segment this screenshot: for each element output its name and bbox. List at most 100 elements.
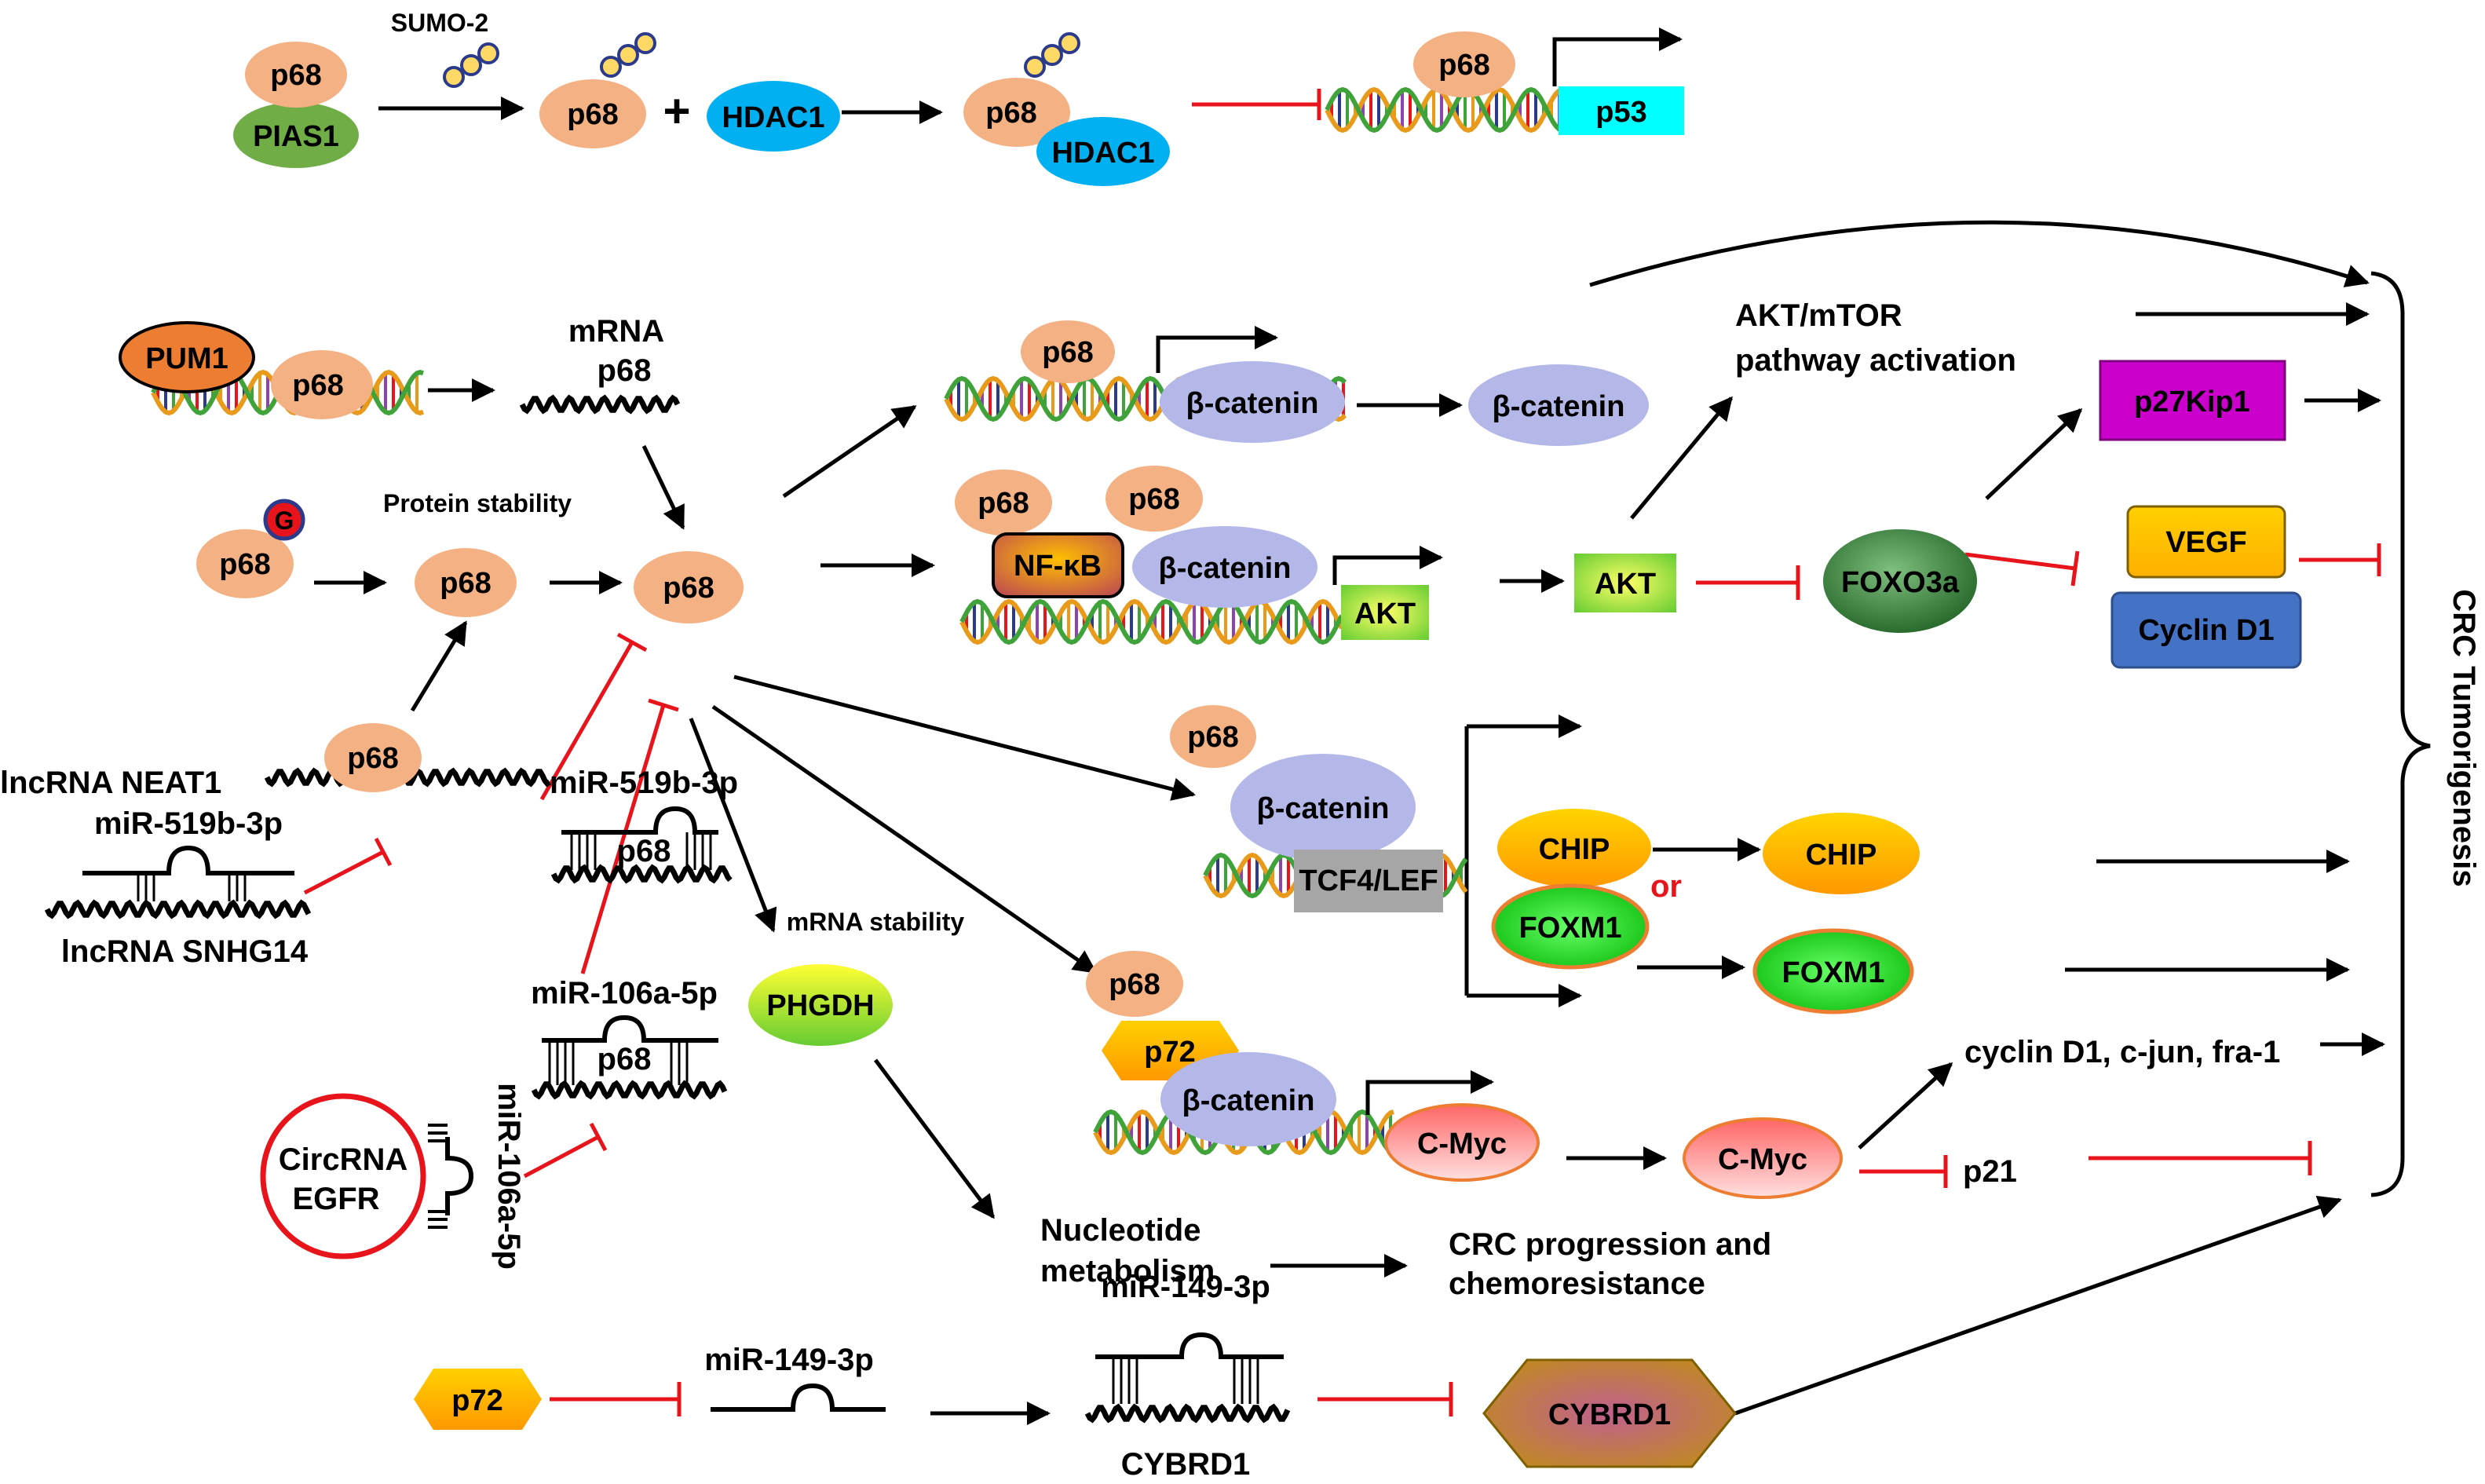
pias1-label: PIAS1 [253, 120, 339, 153]
p68-p53-label: p68 [1438, 49, 1489, 82]
bcat-free-label: β-catenin [1493, 390, 1625, 423]
cmyc-tss-arrow-icon [1365, 1070, 1494, 1115]
bcat-dna-node [1160, 361, 1345, 443]
p68-neat1-node [324, 723, 422, 792]
neat1-strand [264, 767, 551, 788]
mir519b-seed-pairs-icon [137, 873, 247, 901]
bcat-dna-label: β-catenin [1186, 387, 1319, 420]
p68-bcat-node [1021, 320, 1115, 383]
tcf4-lef-node [1294, 850, 1443, 912]
p68-tcf-label: p68 [1187, 721, 1238, 754]
mir106a-bound-label: miR-106a-5p [531, 976, 718, 1011]
inhibit-akt-to-foxo3a [1696, 565, 1800, 600]
p68-central-label: p68 [663, 572, 714, 605]
mir149-bound-label: miR-149-3p [1101, 1270, 1270, 1304]
circrna-egfr-node [260, 1093, 426, 1259]
foxm1-free-node [1752, 928, 1914, 1014]
bcat-tss-arrow-icon [1156, 326, 1278, 373]
sumo2-label: SUMO-2 [391, 9, 488, 37]
vegf-label: VEGF [2165, 526, 2246, 559]
p68-stable-label: p68 [440, 567, 491, 600]
bcat-p72-node [1160, 1052, 1336, 1146]
egfr-label: EGFR [292, 1182, 379, 1216]
crc-tumorigenesis-label: CRC Tumorigenesis [2447, 589, 2481, 886]
arrow-curve-to-crc [1589, 220, 2370, 287]
mrna-p68-label: p68 [597, 353, 652, 388]
inhibit-complex-to-p53 [1192, 89, 1321, 120]
p68-complex-node [963, 78, 1070, 147]
p68-sumo-node [539, 79, 646, 148]
p53-tss-arrow-icon [1552, 27, 1683, 86]
phgdh-label: PHGDH [766, 989, 874, 1022]
phgdh-node [748, 964, 893, 1046]
akt-tss-arrow-icon [1332, 546, 1443, 585]
p68-stable-node [415, 548, 517, 617]
chip-free-node [1763, 813, 1920, 894]
metabolism-label: metabolism [1040, 1254, 1215, 1288]
chip-bound-node [1497, 809, 1651, 887]
p68-neat1-label: p68 [347, 742, 398, 775]
hdac1-complex-label: HDAC1 [1052, 137, 1155, 170]
akt-node [1574, 554, 1676, 612]
protein-stability-label: Protein stability [383, 489, 572, 517]
hdac1-label: HDAC1 [722, 101, 825, 134]
plus-sign: + [663, 85, 690, 137]
circrna-mirna-arms-icon [428, 1124, 448, 1229]
cyclin-d1-label: Cyclin D1 [2138, 614, 2274, 647]
p68-nfkb-label: p68 [978, 487, 1029, 520]
p68-glyco-label: p68 [219, 548, 270, 581]
inhibit-p21-to-crc [2088, 1141, 2312, 1175]
inhibit-foxo3a-to-vegf [1964, 550, 2080, 587]
p68-nfkb-node [955, 470, 1052, 535]
p68-mrna-strand [519, 394, 681, 415]
arrow-phgdh-to-nucleotide [874, 1058, 995, 1219]
cmyc-gene-node [1384, 1103, 1540, 1182]
circrna-label: CircRNA [279, 1142, 407, 1177]
p68-central-node [634, 551, 744, 623]
p68-bcat2-label: p68 [1128, 483, 1179, 516]
sumo-beads-icon [443, 42, 499, 88]
mrna-label: mRNA [568, 314, 664, 349]
p68-complex-label: p68 [985, 97, 1036, 130]
p68-tcf-node [1170, 705, 1256, 768]
inhibit-circrna-to-mir106a [523, 1122, 608, 1179]
mir149-label: miR-149-3p [704, 1343, 874, 1377]
bcat-tcf-node [1230, 754, 1416, 861]
mirna-shapes [82, 806, 1284, 1412]
cmyc-node [1683, 1117, 1843, 1199]
snhg14-strand [44, 899, 312, 919]
p68-node-pias1 [245, 42, 347, 108]
p21-label: p21 [1963, 1154, 2017, 1189]
arrow-foxo3a-to-p27 [1985, 408, 2083, 500]
arrow-p68-to-bcat-dna [782, 404, 917, 499]
inhibit-vegf-to-crc [2299, 543, 2381, 576]
g-mark-label: G [275, 506, 294, 535]
p68-sumo-label: p68 [567, 98, 618, 131]
mir519b-target-strand [550, 864, 733, 884]
akt-mtor-label: AKT/mTOR [1735, 298, 1902, 333]
foxm1-free-label: FOXM1 [1782, 956, 1885, 989]
edges [303, 89, 2431, 1425]
dna-nfkb-akt-helix-icon [959, 598, 1344, 645]
transcription-start-arrows [1156, 27, 1683, 1115]
inhibit-mir519b-to-p68 [539, 632, 648, 801]
foxm1-bound-label: FOXM1 [1519, 912, 1622, 945]
g-mark-icon [263, 499, 305, 541]
bcat-nfkb-label: β-catenin [1159, 552, 1292, 585]
cybrd1-target-label: CYBRD1 [1121, 1447, 1250, 1482]
pum1-node [119, 321, 255, 393]
arrow-p68-to-p72-complex [711, 704, 1098, 974]
cybrd1-node [1482, 1358, 1737, 1468]
p68-glyco-node [196, 529, 294, 598]
akt-label: AKT [1595, 568, 1656, 601]
akt-gene-label: AKT [1354, 598, 1416, 631]
nucleotide-label: Nucleotide [1040, 1213, 1200, 1248]
p27kip1-label: p27Kip1 [2134, 386, 2250, 419]
mir519b-label: miR-519b-3p [94, 806, 283, 841]
arrow-neat1-to-p68 [410, 620, 468, 712]
p68-label-pias1: p68 [270, 59, 321, 92]
mir106a-vertical-label: miR-106a-5p [492, 1083, 526, 1270]
lncrna-snhg14-label: lncRNA SNHG14 [61, 934, 309, 969]
nfkb-label: NF-κB [1014, 550, 1102, 583]
